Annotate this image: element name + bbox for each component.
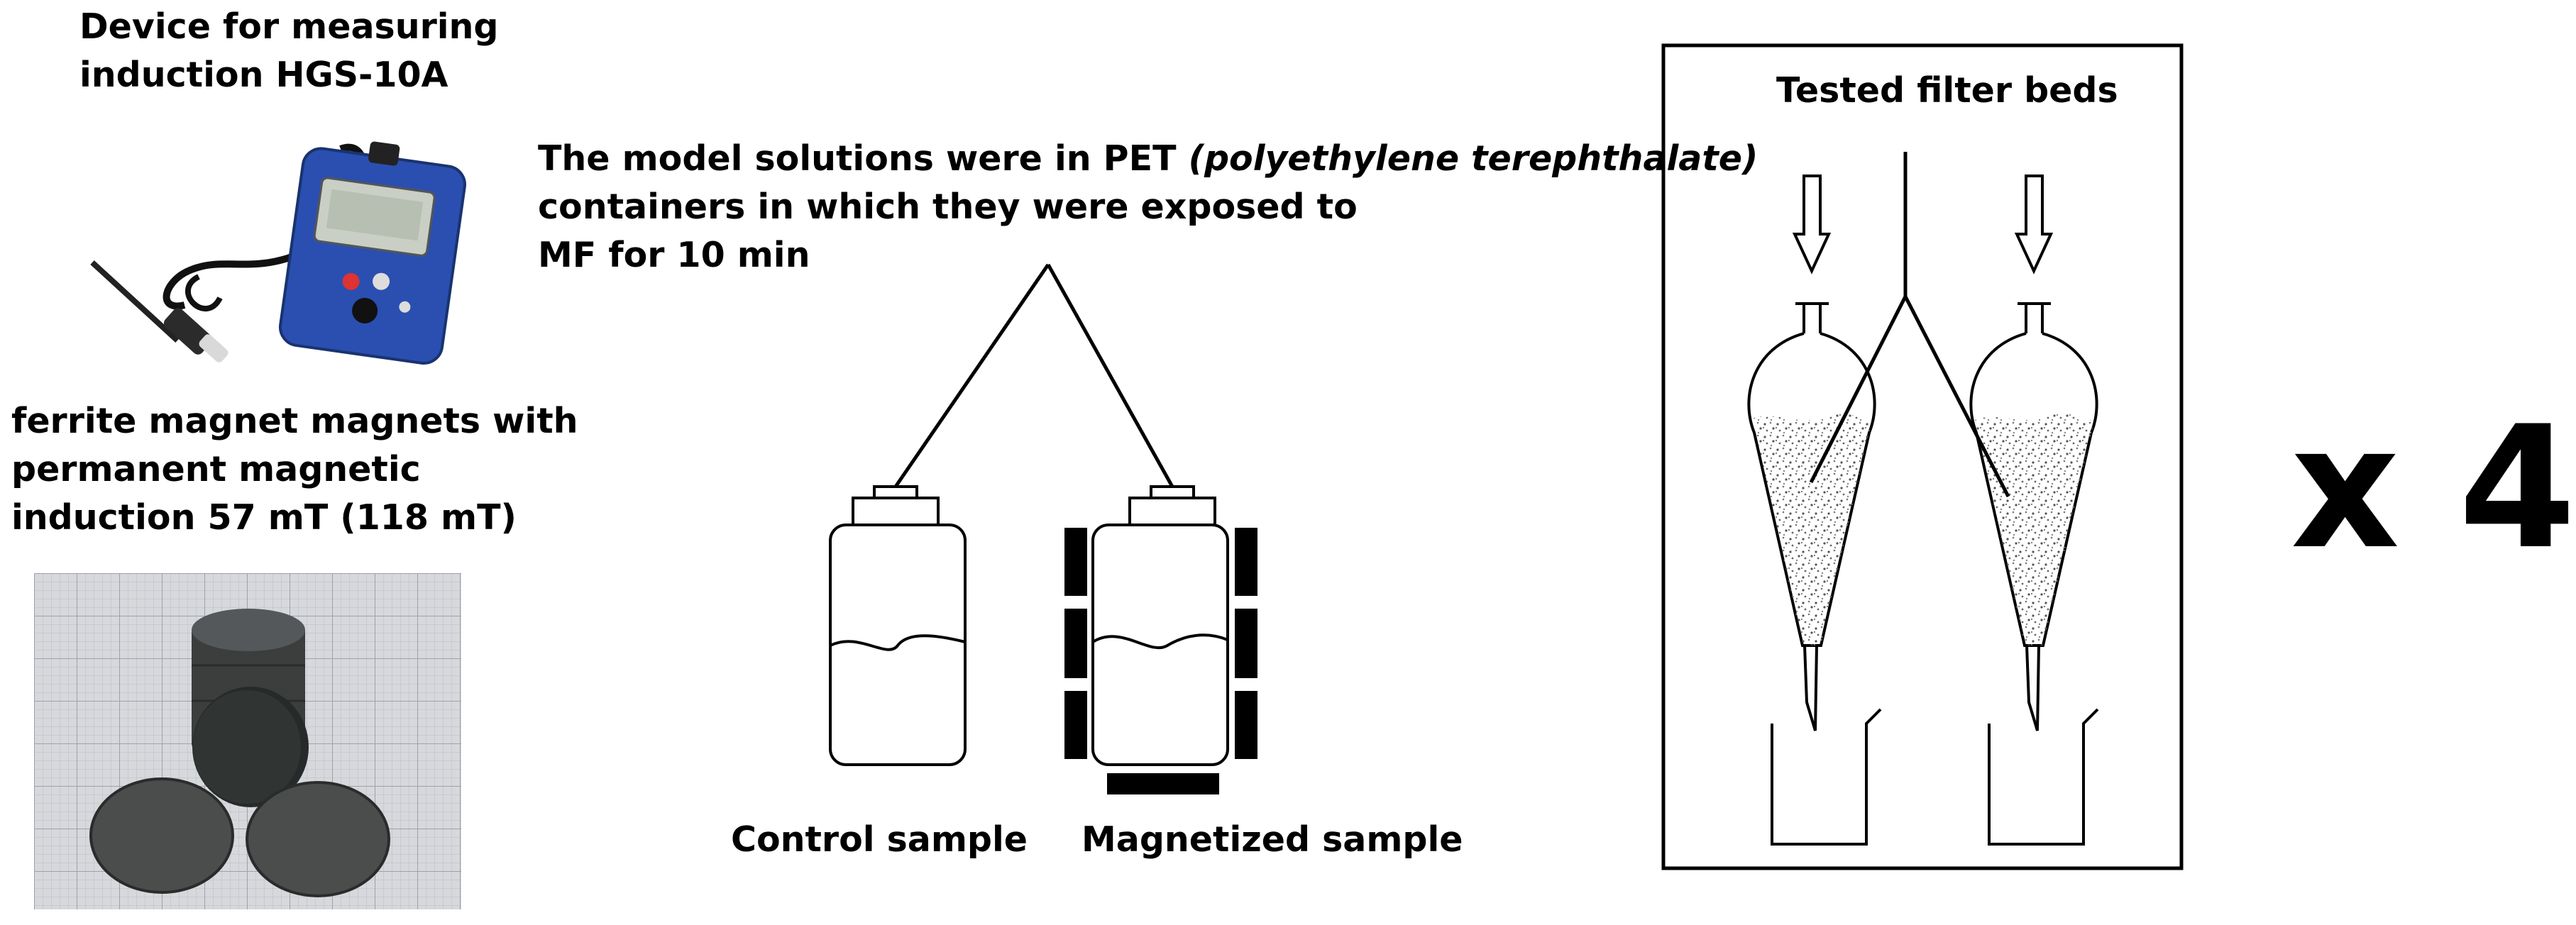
magnets-label-line-3: induction 57 mT (118 mT)	[11, 497, 517, 538]
control-bottle	[829, 485, 967, 766]
filter-beds-diagram	[1661, 43, 2184, 870]
filter-pointer-lines	[1809, 152, 2010, 498]
solutions-label-line-2: containers in which they were exposed to	[538, 187, 1358, 227]
device-label: Device for measuring induction HGS-10A	[79, 3, 499, 99]
beaker-left	[1771, 708, 1882, 846]
magnetized-sample-label: Magnetized sample	[1081, 819, 1463, 860]
magnets-label: ferrite magnet magnets with permanent ma…	[11, 397, 578, 542]
device-label-line-2: induction HGS-10A	[79, 55, 448, 95]
gaussmeter-photo	[90, 141, 466, 365]
pointer-line-magnetized	[1046, 263, 1174, 488]
bottle-magnets	[1064, 528, 1257, 794]
filter-beds-title: Tested filter beds	[1776, 70, 2118, 111]
filter-beds-frame	[1661, 43, 2184, 870]
device-label-line-1: Device for measuring	[79, 6, 499, 47]
pointer-line-control	[893, 263, 1050, 488]
magnets-label-line-2: permanent magnetic	[11, 449, 421, 489]
inflow-arrow-right	[2014, 175, 2054, 275]
repetition-multiplier: x 4	[2291, 390, 2576, 587]
ferrite-magnets-photo	[34, 573, 461, 909]
solutions-label-line-1-plain: The model solutions were in PET	[538, 138, 1189, 179]
control-sample-label: Control sample	[731, 819, 1028, 860]
solutions-label-line-3: MF for 10 min	[538, 235, 810, 275]
filter-column-left	[1747, 175, 1882, 846]
magnets-label-line-1: ferrite magnet magnets with	[11, 401, 578, 441]
beaker-right	[1988, 708, 2099, 846]
filter-column-right	[1969, 175, 2099, 846]
containers-diagram	[829, 263, 1257, 794]
magnetized-bottle	[1091, 485, 1229, 766]
inflow-arrow-left	[1792, 175, 1832, 275]
